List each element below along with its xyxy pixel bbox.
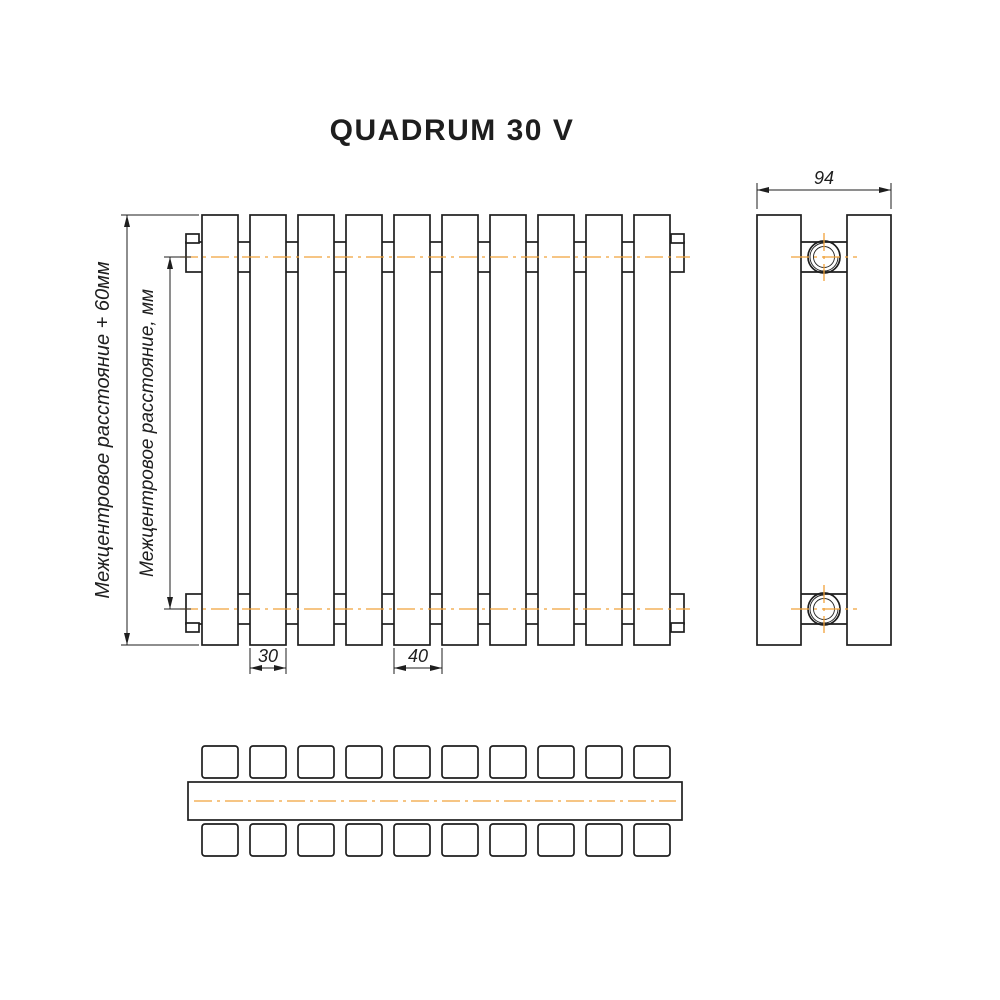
tube-section <box>394 746 430 778</box>
tube-section <box>442 746 478 778</box>
front-slat <box>634 215 670 645</box>
side-view <box>757 215 891 645</box>
tube-section <box>298 824 334 856</box>
front-view <box>180 215 690 645</box>
collector-stub-bottom-left <box>186 623 199 632</box>
tube-section <box>346 824 382 856</box>
dim-label-center-distance: Межцентровое расстояние, мм <box>137 289 158 577</box>
bottom-tubes-bottom-row <box>202 824 670 856</box>
tube-section <box>250 746 286 778</box>
front-slat <box>250 215 286 645</box>
tube-section <box>538 746 574 778</box>
front-slats <box>202 215 670 645</box>
side-profile-right <box>847 215 891 645</box>
tube-section <box>250 824 286 856</box>
tube-section <box>634 824 670 856</box>
tube-section <box>202 746 238 778</box>
dim-label-depth: 94 <box>814 168 834 188</box>
bottom-tubes-top-row <box>202 746 670 778</box>
tube-section <box>298 746 334 778</box>
bottom-view <box>188 746 682 856</box>
tube-section <box>346 746 382 778</box>
front-slat <box>346 215 382 645</box>
tube-section <box>634 746 670 778</box>
collector-stub-top-left <box>186 234 199 243</box>
tube-section <box>586 824 622 856</box>
tube-section <box>394 824 430 856</box>
front-slat <box>586 215 622 645</box>
page-title: QUADRUM 30 V <box>330 114 575 147</box>
dim-label-slat-pitch: 40 <box>408 646 428 666</box>
dim-label-slat-width: 30 <box>258 646 278 666</box>
tube-section <box>490 824 526 856</box>
front-slat <box>394 215 430 645</box>
front-slat <box>538 215 574 645</box>
tube-section <box>202 824 238 856</box>
front-slat <box>202 215 238 645</box>
front-slat <box>442 215 478 645</box>
side-profile-left <box>757 215 801 645</box>
tube-section <box>490 746 526 778</box>
tube-section <box>442 824 478 856</box>
dim-label-overall-height: Межцентровое расстояние + 60мм <box>92 261 114 598</box>
tube-section <box>586 746 622 778</box>
tube-section <box>538 824 574 856</box>
collector-stub-bottom-right <box>671 623 684 632</box>
collector-stub-top-right <box>671 234 684 243</box>
front-slat <box>298 215 334 645</box>
front-slat <box>490 215 526 645</box>
